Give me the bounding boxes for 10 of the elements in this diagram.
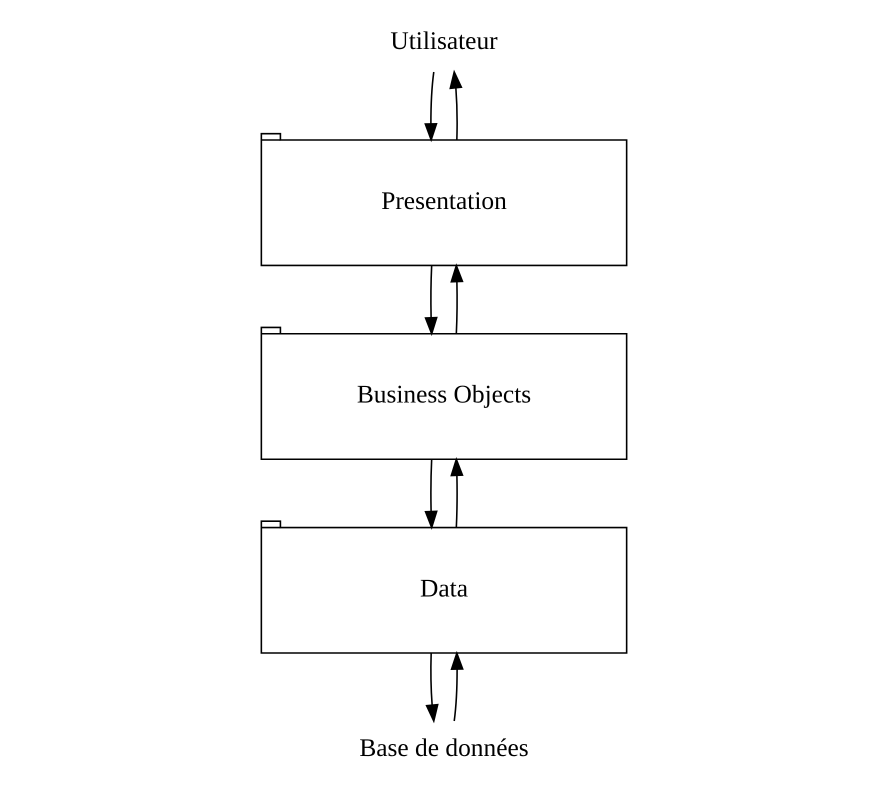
node-text: Utilisateur <box>390 27 498 56</box>
arrow <box>450 457 464 528</box>
arrow <box>450 650 464 722</box>
node-text: Base de données <box>358 734 528 762</box>
arrow <box>424 459 438 530</box>
arrow <box>424 266 438 336</box>
arrow <box>450 263 464 334</box>
arrow <box>424 72 438 142</box>
arrow <box>424 653 438 724</box>
arrow <box>448 70 462 140</box>
